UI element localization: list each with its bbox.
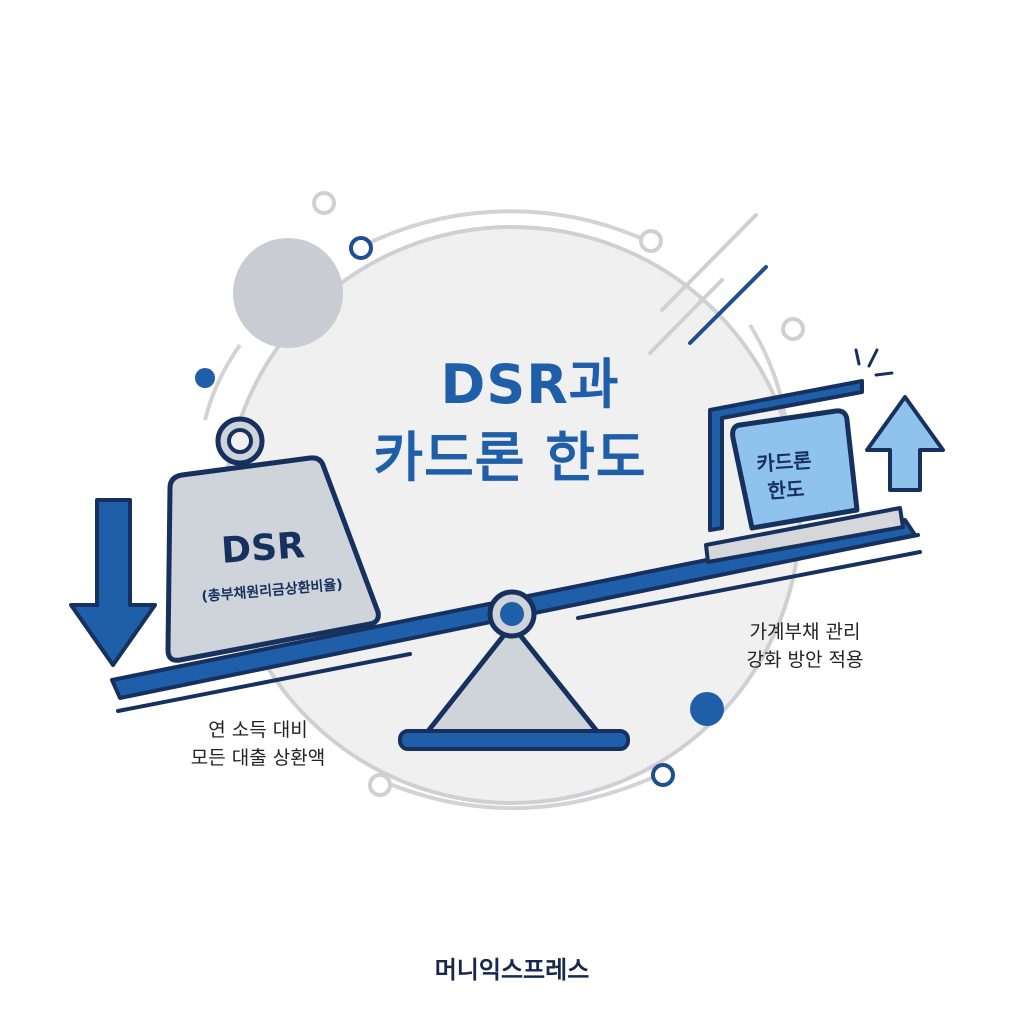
- arrow-up-icon: [865, 395, 945, 492]
- spark-line: [854, 348, 861, 366]
- decor-ring-blue: [651, 763, 675, 787]
- weight-icon: [165, 455, 381, 663]
- decor-dot-blue: [195, 368, 215, 388]
- card-limit-box: [730, 408, 860, 531]
- card-limit-label: 카드론 한도: [733, 445, 837, 508]
- note-left: 연 소득 대비 모든 대출 상환액: [158, 716, 358, 772]
- arrow-down-icon: [69, 498, 157, 667]
- orbit-arc-left: [203, 343, 242, 421]
- seesaw-pivot-center: [500, 602, 524, 626]
- decor-ring: [781, 317, 805, 341]
- decor-ring: [639, 229, 663, 253]
- motion-line-blue: [688, 265, 768, 345]
- decor-ring: [312, 191, 336, 215]
- title-line-1: DSR과: [440, 353, 620, 416]
- speed-line: [116, 652, 412, 713]
- spark-line: [867, 348, 879, 368]
- note-right-line-2: 강화 방안 적용: [746, 649, 864, 671]
- orbit-arc-top: [364, 209, 646, 247]
- spark-line: [874, 371, 894, 377]
- orbit-arc-bottom: [379, 770, 666, 811]
- note-left-line-1: 연 소득 대비: [208, 719, 308, 741]
- motion-line: [660, 213, 758, 312]
- decor-dot-blue-large: [690, 692, 724, 726]
- motion-line: [648, 278, 724, 355]
- note-left-line-2: 모든 대출 상환액: [190, 747, 326, 769]
- decor-ring: [368, 773, 392, 797]
- brand-logo-text: 머니익스프레스: [434, 956, 590, 984]
- note-right-line-1: 가계부채 관리: [749, 621, 861, 643]
- title-line-2: 카드론 한도: [373, 426, 647, 489]
- decor-ring-blue: [349, 236, 373, 260]
- card-tray: [704, 506, 905, 564]
- speed-line: [576, 550, 922, 620]
- decor-gray-disc: [233, 238, 343, 348]
- note-right: 가계부채 관리 강화 방안 적용: [710, 618, 900, 674]
- card-frame: [708, 379, 864, 532]
- seesaw-base: [398, 729, 630, 751]
